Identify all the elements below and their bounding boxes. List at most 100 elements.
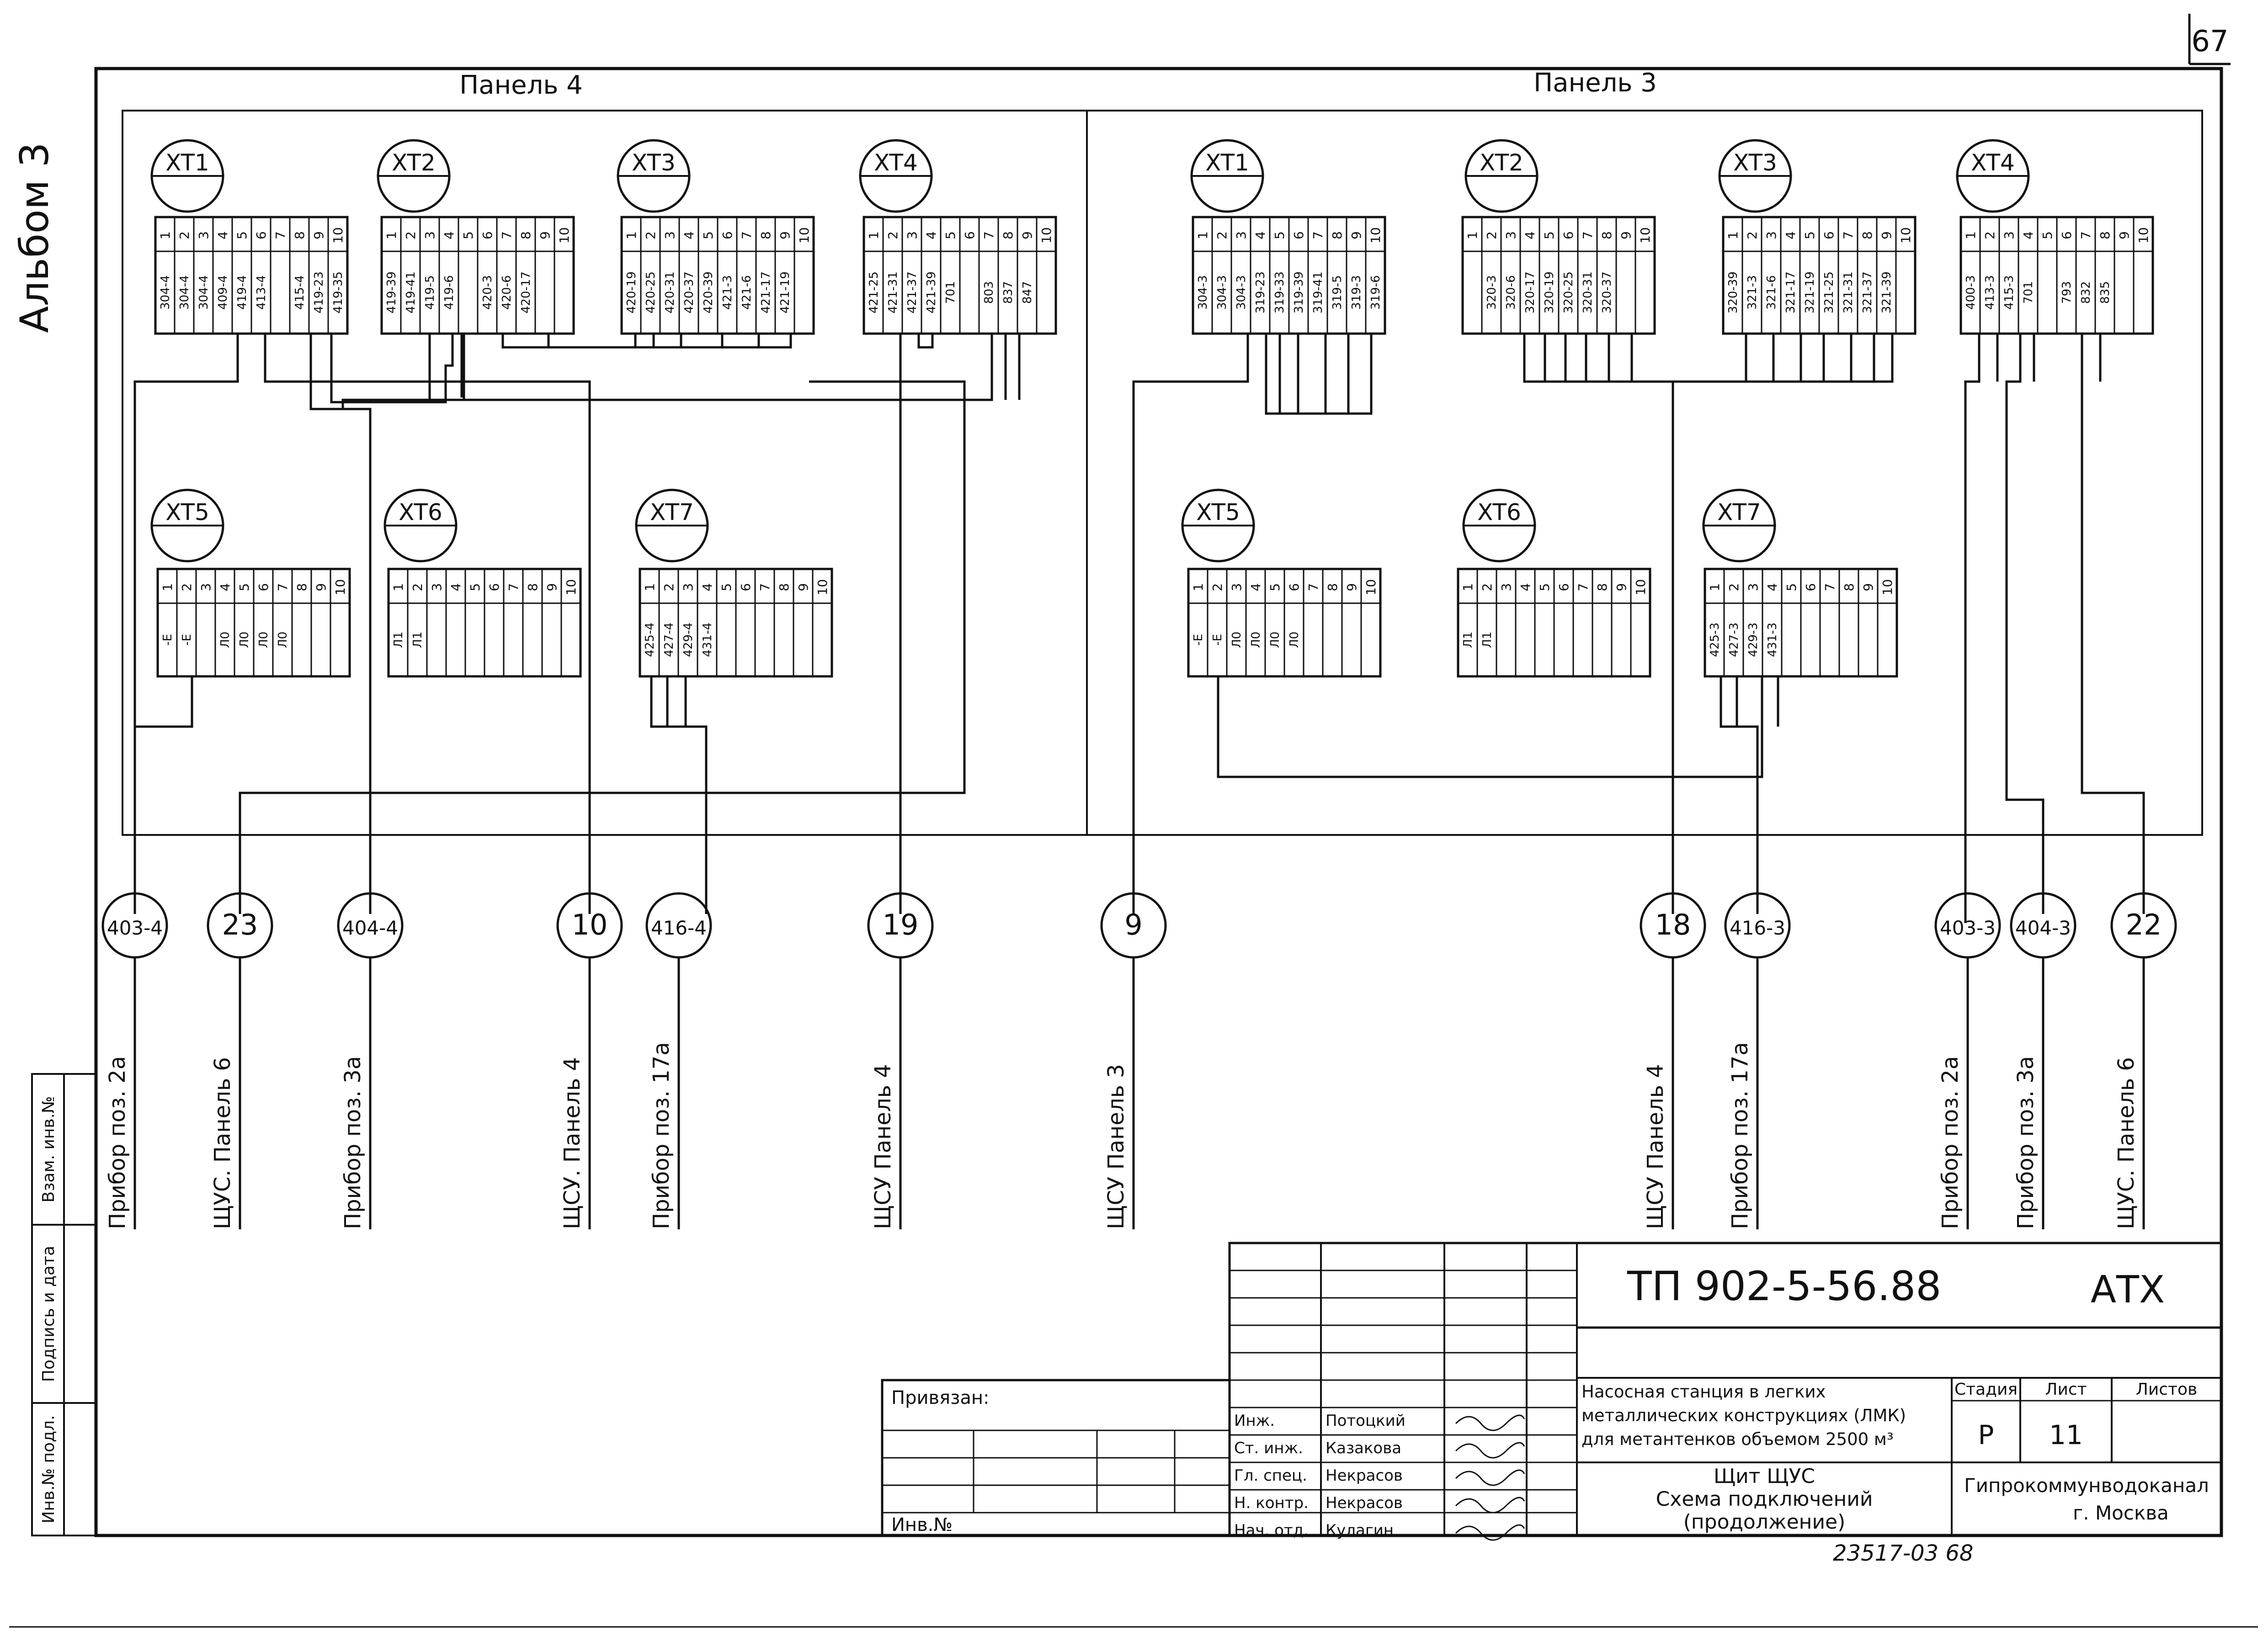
pin-number: 6: [1291, 231, 1306, 239]
pin-number: 7: [499, 231, 514, 239]
pin-number: 5: [1272, 231, 1287, 239]
pin-number: 7: [275, 583, 290, 591]
project-line-1: Насосная станция в легких: [1581, 1382, 1826, 1402]
wire-label: Л0: [257, 632, 271, 648]
cable-id: 18: [1655, 908, 1691, 941]
pin-number: 10: [330, 227, 346, 244]
pin-number: 3: [1229, 583, 1244, 591]
pin-number: 7: [981, 231, 996, 239]
wire-label: 832: [2079, 281, 2093, 304]
cable-id: 19: [883, 908, 919, 941]
wire-label: Л0: [218, 632, 232, 648]
wire-label: Л0: [238, 632, 251, 648]
signature-role: Ст. инж.: [1234, 1439, 1303, 1457]
wire-label: 421-3: [721, 275, 735, 310]
pin-number: 4: [1765, 583, 1780, 591]
wire-label: 321-37: [1861, 271, 1874, 313]
wire-label: 321-17: [1784, 271, 1798, 313]
pin-number: 9: [2117, 231, 2132, 239]
wire-label: 701: [2022, 281, 2035, 304]
cable-id: 10: [572, 908, 608, 941]
wire-label: 835: [2098, 281, 2112, 304]
pin-number: 7: [1576, 583, 1591, 591]
pin-number: 3: [1499, 583, 1514, 591]
wire-label: 421-19: [778, 271, 792, 313]
wire-label: 420-39: [702, 271, 715, 313]
pin-number: 2: [885, 231, 900, 239]
wire-label: 319-39: [1292, 271, 1306, 313]
wire-label: Л1: [1461, 632, 1475, 648]
pin-number: 10: [797, 227, 812, 244]
wire-label: 425-3: [1708, 622, 1722, 657]
wire-label: 321-25: [1822, 271, 1836, 313]
pin-number: 6: [256, 583, 271, 591]
wire-label: -E: [180, 634, 194, 646]
pin-number: 4: [1518, 583, 1533, 591]
pin-number: 6: [1556, 583, 1571, 591]
wire-label: 420-3: [481, 275, 495, 310]
terminal-block-xt1: XT11304-32304-33304-34319-235319-336319-…: [1190, 139, 1386, 335]
wire-label: 431-4: [701, 622, 714, 657]
project-line-3: для метантенков объемом 2500 м³: [1581, 1429, 1894, 1449]
cable-destination: Прибор поз. 2а: [1938, 1056, 1963, 1229]
terminal-block-xt3: XT31320-392321-33321-64321-175321-196321…: [1718, 139, 1917, 335]
cable-id: 403-4: [107, 917, 163, 939]
wire-label: 420-31: [663, 271, 677, 313]
project-line-2: металлических конструкциях (ЛМК): [1581, 1406, 1906, 1425]
wire-label: Л1: [1480, 632, 1494, 648]
pin-number: 2: [179, 583, 194, 591]
wire-label: 321-19: [1803, 271, 1817, 313]
signature-scribble: [1455, 1497, 1525, 1514]
block-name: XT2: [1480, 149, 1523, 176]
pin-number: 10: [333, 579, 348, 595]
wire-label: 319-41: [1311, 271, 1325, 313]
pin-number: 8: [1860, 231, 1875, 239]
signature-scribble: [1455, 1524, 1525, 1541]
wire-label: -E: [1211, 634, 1225, 646]
cable-destination: ЩУС. Панель 6: [2114, 1057, 2139, 1229]
pin-number: 1: [1725, 231, 1741, 239]
wire-label: 304-3: [1235, 275, 1248, 310]
pin-number: 4: [1248, 583, 1263, 591]
wire-label: 421-6: [740, 275, 754, 310]
wire-label: Л1: [392, 632, 405, 648]
wire-label: 847: [1021, 281, 1034, 304]
panel-4-frame: [122, 110, 1088, 836]
pin-number: 8: [758, 231, 773, 239]
pin-number: 8: [292, 231, 307, 239]
panel-3-frame: [1086, 110, 2203, 836]
wire-label: 304-4: [197, 275, 211, 310]
signature-scribble: [1455, 1469, 1525, 1486]
pin-number: 9: [1618, 231, 1634, 239]
pin-number: 5: [719, 583, 734, 591]
signature-name: Некрасов: [1326, 1466, 1403, 1485]
stamp-inv-orig: Инв.№ подл.: [39, 1415, 58, 1524]
wire-label: 420-6: [500, 275, 514, 310]
pin-number: 7: [757, 583, 772, 591]
wire-label: 419-5: [423, 275, 437, 310]
wire-label: 793: [2060, 281, 2074, 304]
title-block: Привязан: Инв.№ ТП 902-5-56.88 АТХ Насос…: [881, 1242, 2223, 1537]
signature-name: Потоцкий: [1326, 1412, 1406, 1430]
pin-number: 8: [1599, 231, 1614, 239]
doc-code: ТП 902-5-56.88: [1627, 1263, 1941, 1310]
wire-label: 320-25: [1562, 271, 1576, 313]
block-name: XT7: [650, 499, 694, 526]
pin-number: 5: [234, 231, 250, 239]
wire-label: Л0: [1230, 632, 1244, 648]
pin-number: 3: [1503, 231, 1518, 239]
block-name: XT3: [1733, 149, 1777, 176]
block-name: XT6: [1477, 499, 1521, 526]
pin-number: 7: [273, 231, 288, 239]
pin-number: 10: [564, 579, 579, 595]
wire-label: 319-6: [1369, 275, 1383, 310]
panel-4-title: Панель 4: [459, 70, 583, 100]
block-name: XT5: [1196, 499, 1240, 526]
